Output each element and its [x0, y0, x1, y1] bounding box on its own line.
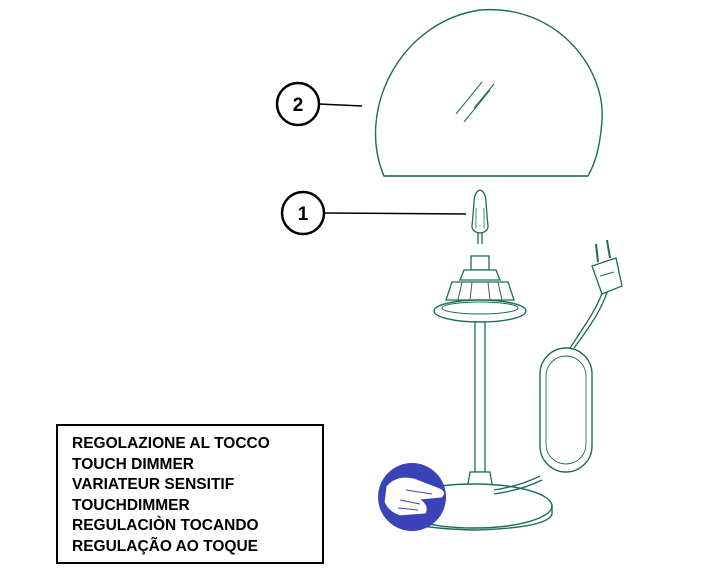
touch-dimmer-label-it: REGOLAZIONE AL TOCCO [72, 435, 270, 452]
touch-dimmer-label-fr: VARIATEUR SENSITIF [72, 476, 235, 493]
power-cord [493, 287, 609, 495]
power-plug [591, 239, 623, 295]
touch-dimmer-label-de: TOUCHDIMMER [72, 496, 190, 514]
touch-dimmer-label-box: REGOLAZIONE AL TOCCO TOUCH DIMMER VARIAT… [56, 424, 324, 564]
callout-2-number: 2 [293, 95, 304, 116]
glass-shade [374, 9, 603, 177]
touch-dimmer-label-es: REGULACIÒN TOCANDO [72, 517, 259, 534]
callout-1-number: 1 [298, 204, 309, 225]
lamp-stem [465, 321, 495, 497]
touch-hand-icon [378, 463, 446, 531]
callout-1: 1 [280, 190, 467, 236]
callout-2: 2 [275, 81, 363, 127]
halogen-bulb [471, 189, 489, 244]
touch-dimmer-label-list: REGOLAZIONE AL TOCCO TOUCH DIMMER VARIAT… [58, 426, 322, 557]
socket-holder [433, 255, 527, 323]
touch-dimmer-label-pt: REGULAÇÃO AO TOQUE [72, 537, 259, 555]
touch-dimmer-label-en: TOUCH DIMMER [72, 455, 194, 473]
